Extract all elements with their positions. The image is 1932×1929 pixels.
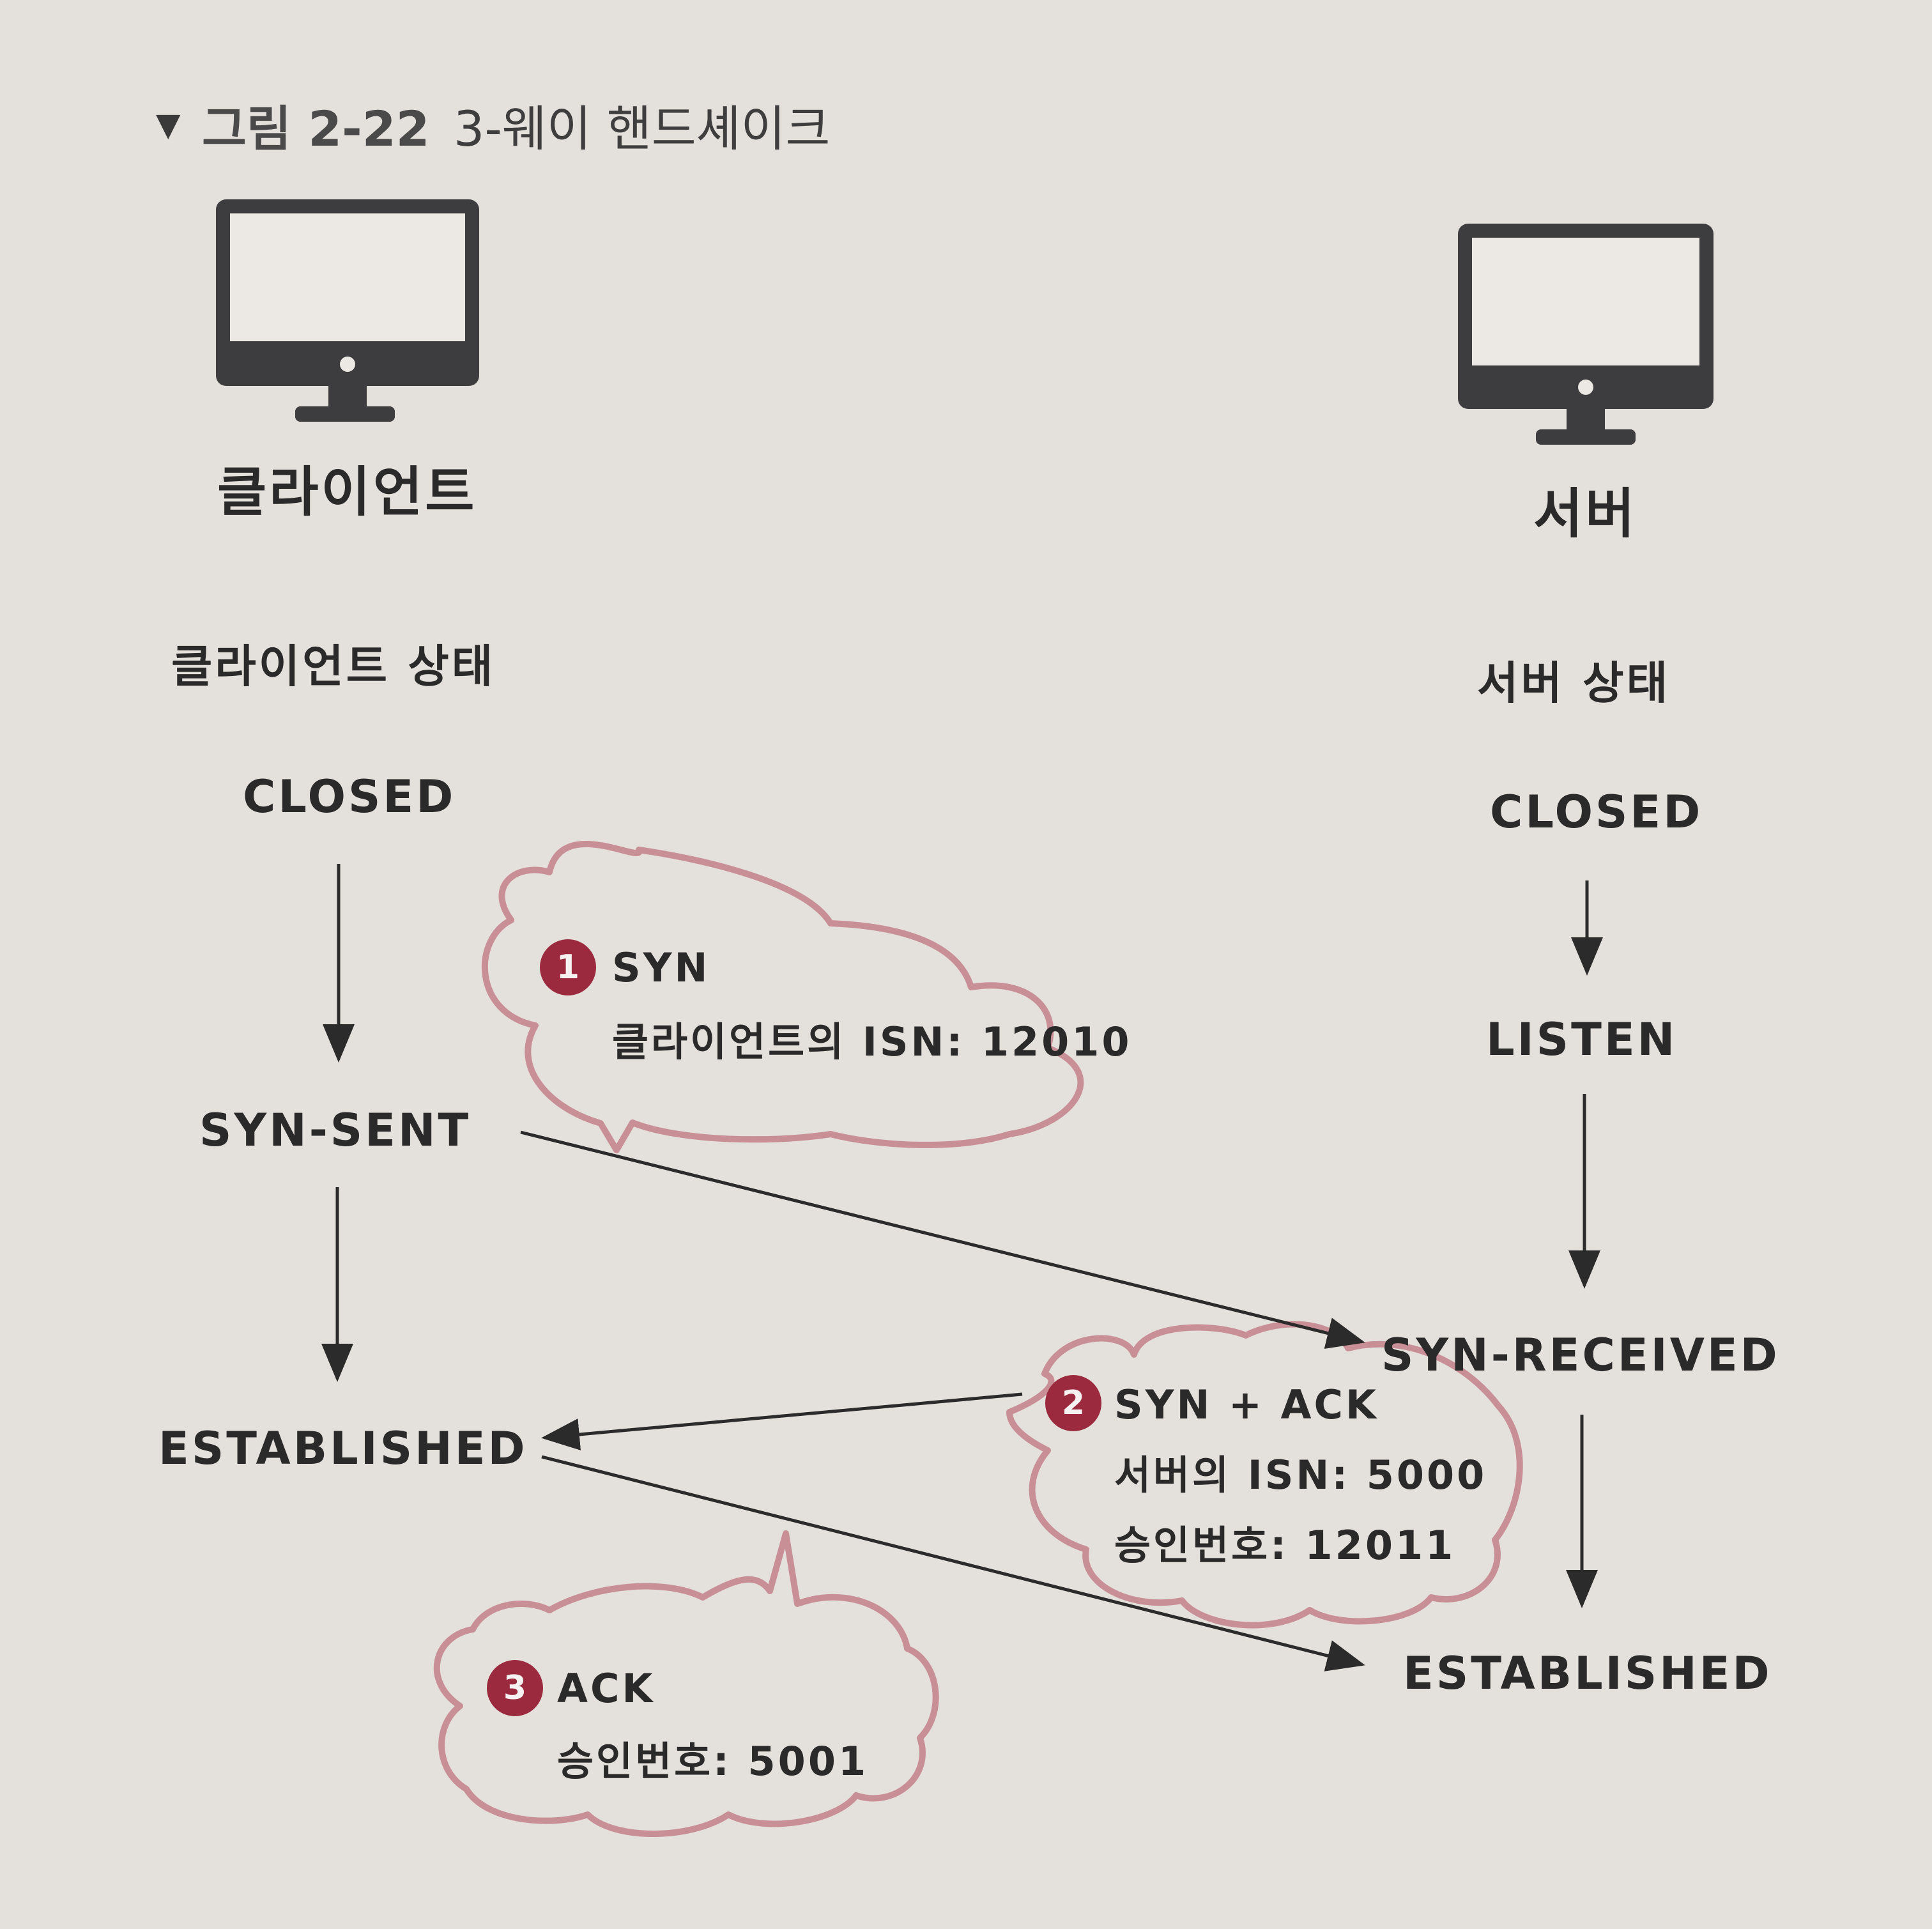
bubble-ack: [433, 1530, 939, 1837]
figure-title: 3-웨이 핸드셰이크: [454, 100, 831, 157]
client-monitor-icon: [216, 199, 479, 422]
client-state-established: ESTABLISHED: [158, 1422, 528, 1475]
server-state-listen: LISTEN: [1486, 1013, 1678, 1066]
server-state-header: 서버 상태: [1477, 657, 1670, 709]
server-state-established: ESTABLISHED: [1403, 1647, 1772, 1700]
server-state-syn-received: SYN-RECEIVED: [1381, 1329, 1780, 1381]
client-label: 클라이언트: [217, 461, 477, 523]
arrow-syn-ack: [541, 1392, 1023, 1450]
client-state-header: 클라이언트 상태: [171, 640, 496, 693]
message-2-line-1: 서버의 ISN: 5000: [1114, 1452, 1487, 1498]
server-state-closed: CLOSED: [1490, 786, 1703, 838]
figure-number: 그림 2-22: [202, 100, 430, 157]
message-2-title: SYN + ACK: [1114, 1381, 1379, 1428]
server-label: 서버: [1533, 482, 1637, 545]
client-state-closed: CLOSED: [243, 771, 456, 823]
message-3-line-1: 승인번호: 5001: [557, 1738, 869, 1785]
arrow-ack: [541, 1455, 1365, 1672]
step-2-badge: 2: [1045, 1375, 1101, 1431]
client-state-syn-sent: SYN-SENT: [199, 1104, 471, 1157]
step-1-badge: 1: [540, 939, 596, 995]
server-monitor-icon: [1458, 224, 1713, 445]
message-3-title: ACK: [557, 1665, 656, 1712]
step-3-badge: 3: [487, 1660, 543, 1716]
caption-marker: ▼: [156, 106, 181, 143]
message-1-title: SYN: [612, 944, 710, 991]
arrow-syn: [520, 1130, 1365, 1349]
message-1-line-1: 클라이언트의 ISN: 12010: [612, 1018, 1132, 1065]
bubble-syn-ack: [1006, 1321, 1523, 1629]
message-2-line-2: 승인번호: 12011: [1114, 1522, 1456, 1569]
bubble-syn: [482, 841, 1084, 1153]
